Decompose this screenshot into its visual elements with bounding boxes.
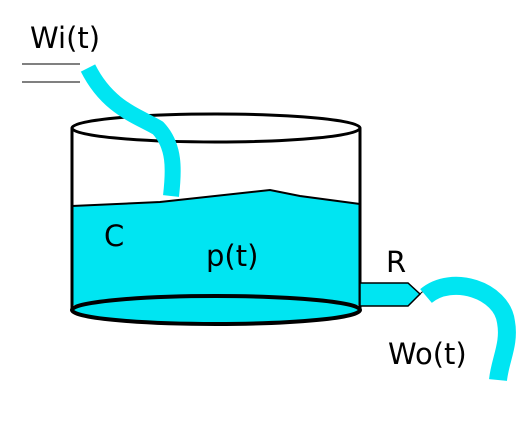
outflow-stream	[420, 277, 516, 382]
tank-bottom	[70, 294, 362, 326]
outflow-label: Wo(t)	[388, 337, 467, 371]
pressure-label: p(t)	[206, 239, 258, 273]
outlet-pipe	[359, 282, 422, 307]
inflow-stream	[80, 64, 181, 197]
resistance-label: R	[386, 245, 406, 279]
fluid-body	[72, 190, 360, 305]
capacitance-label: C	[104, 219, 124, 253]
tank-top-rim	[70, 112, 362, 144]
inflow-label: Wi(t)	[30, 21, 100, 55]
fluid-surface	[71, 188, 361, 207]
